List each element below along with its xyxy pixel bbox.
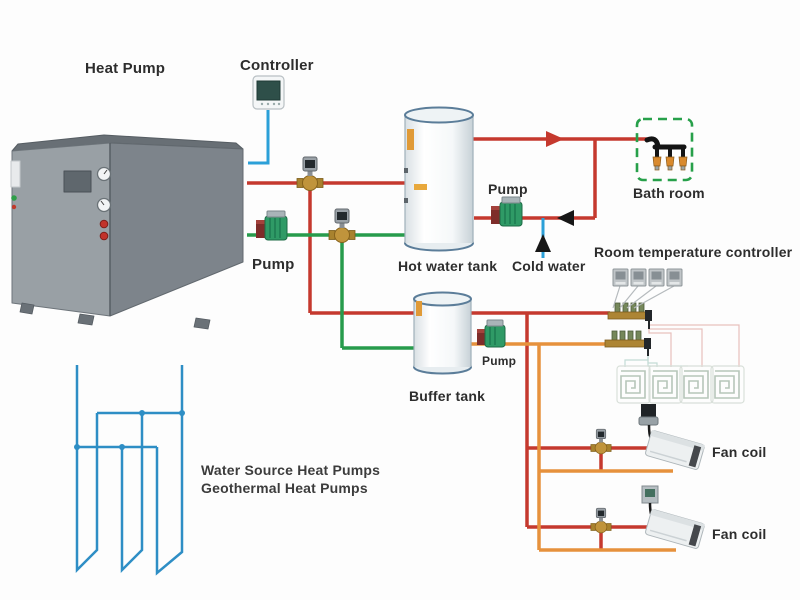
dhw-pump-label: Pump [488,181,528,197]
fan-coil-upper-label: Fan coil [712,444,767,460]
tank-sticker [407,129,414,150]
heat-pump-grille [63,170,92,193]
cold-water-arrow-icon [535,234,551,252]
caption-line-2: Geothermal Heat Pumps [201,480,368,496]
room-thermostat-icon [666,268,683,287]
heat-pump-label-sticker [10,160,21,188]
hot-water-tank-icon [404,106,474,252]
supply-manifold-icon [607,302,652,329]
zone-valve-icon [328,208,356,243]
room-thermostat-icon [630,268,647,287]
hot-water-tank-label: Hot water tank [398,258,498,274]
source-pump-label: Pump [252,256,295,273]
tank-sticker [414,184,427,190]
fan-coil-lower-label: Fan coil [712,526,767,542]
fan-coil-valve-icon [590,428,612,455]
faucet-icon [652,156,688,171]
heat-pump-label: Heat Pump [85,60,166,77]
fan-coil-unit-icon [645,508,705,549]
fan-coil-valve-icon [590,507,612,534]
buffer-tank-label: Buffer tank [409,388,486,404]
room-thermostat-icon [648,268,665,287]
heat-pump-unit-icon [10,134,244,330]
source-loop-pipes [247,233,417,350]
heat-pump-feet [19,302,211,330]
dhw-pump-icon [491,196,523,227]
ground-loop-pipes [74,365,185,576]
zone-valve-icon [296,156,324,191]
ground-loop-joints [74,410,185,450]
fan-coil-unit-icon [645,430,705,470]
return-manifold-icon [604,330,651,356]
buffer-pump-label: Pump [482,354,517,368]
pressure-gauge-icon [96,166,112,213]
bath-room-zone [635,117,694,182]
tank-sticker [416,301,422,316]
system-caption: Water Source Heat Pumps Geothermal Heat … [201,461,380,497]
hot-supply-arrow-icon [546,131,564,147]
return-arrow-icon [557,210,574,226]
heat-pump-red-light [11,204,17,210]
room-temperature-controller-label: Room temperature controller [594,244,793,260]
heat-pump-button [99,219,109,229]
bath-room-label: Bath room [633,185,705,201]
heat-pump-button [99,231,109,241]
source-pump-icon [256,210,288,241]
controller-device-icon [252,75,285,110]
thermostat-wires [612,285,675,309]
caption-line-1: Water Source Heat Pumps [201,462,381,478]
shower-manifold-icon [644,136,687,159]
room-thermostat-icon [612,268,629,287]
buffer-tank-icon [413,291,472,375]
buffer-pump-icon [477,319,506,348]
cold-water-label: Cold water [512,258,586,274]
controller-label: Controller [240,57,314,74]
floor-coil-icons [616,365,745,404]
heat-pump-green-light [11,195,17,201]
